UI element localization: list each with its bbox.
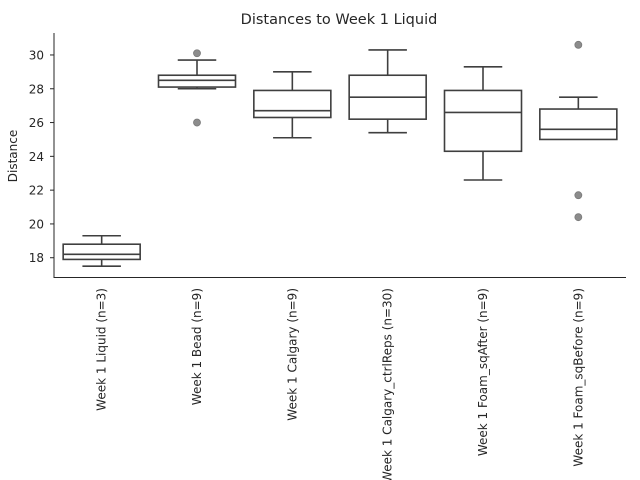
box-2 xyxy=(157,49,237,127)
box-series xyxy=(62,40,618,267)
x-axis-ticks: Week 1 Liquid (n=3) Week 1 Bead (n=9) Week… xyxy=(95,288,586,480)
y-tick-label: 18 xyxy=(29,251,44,265)
y-axis-ticks: 18 20 22 24 26 28 30 xyxy=(29,48,54,265)
x-tick-label: Week 1 Calgary_ctrlReps (n=30) xyxy=(381,288,395,480)
box-iqr xyxy=(539,108,618,141)
box-iqr xyxy=(157,74,237,88)
box-6 xyxy=(539,40,618,222)
outlier-point xyxy=(574,191,583,200)
box-4 xyxy=(348,49,427,134)
box-iqr xyxy=(253,89,332,119)
y-axis-label: Distance xyxy=(6,130,20,182)
box-iqr xyxy=(443,89,523,153)
y-tick-label: 22 xyxy=(29,184,44,198)
box-5 xyxy=(443,65,523,181)
outlier-point xyxy=(193,49,201,58)
x-tick-label: Week 1 Bead (n=9) xyxy=(190,288,204,405)
y-tick-label: 24 xyxy=(29,150,44,164)
outlier-point xyxy=(193,118,201,127)
chart-title: Distances to Week 1 Liquid xyxy=(241,12,438,28)
y-tick-label: 30 xyxy=(29,48,44,62)
box-1 xyxy=(62,234,141,267)
box-3 xyxy=(253,71,332,139)
x-tick-label: Week 1 Foam_sqAfter (n=9) xyxy=(476,288,490,456)
outlier-point xyxy=(574,40,583,49)
y-tick-label: 28 xyxy=(29,82,44,96)
x-tick-label: Week 1 Foam_sqBefore (n=9) xyxy=(571,288,585,467)
x-tick-label: Week 1 Liquid (n=3) xyxy=(95,288,109,411)
x-tick-label: Week 1 Calgary (n=9) xyxy=(285,288,299,421)
outlier-point xyxy=(574,213,583,222)
y-tick-label: 26 xyxy=(29,116,44,130)
box-iqr xyxy=(62,243,141,261)
y-tick-label: 20 xyxy=(29,217,44,231)
